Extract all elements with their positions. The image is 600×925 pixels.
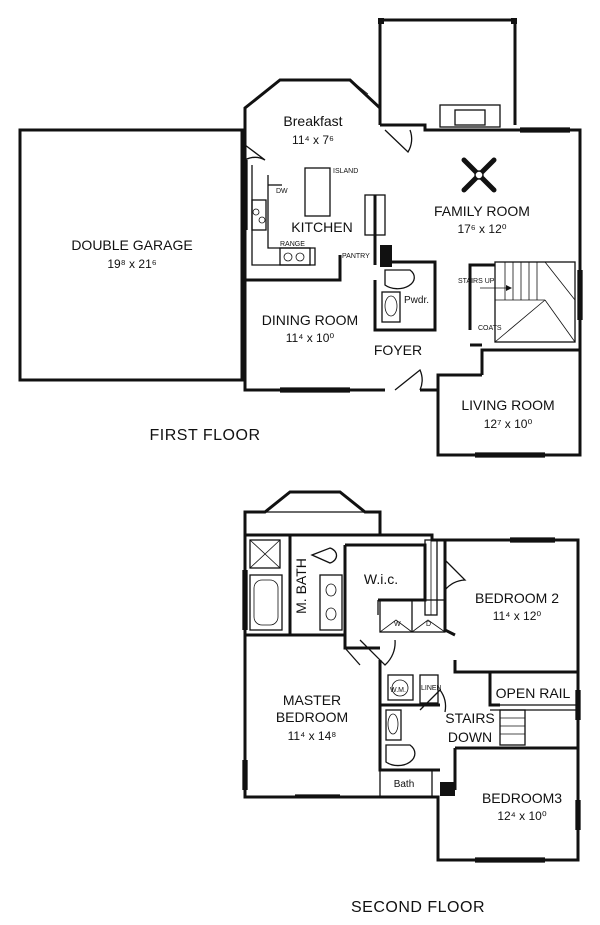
first-floor-interior-walls [245,194,495,347]
master-bedroom-name: MASTER [283,692,341,708]
bedroom2-dim: 11⁴ x 12⁰ [493,609,542,623]
first-floor: DOUBLE GARAGE 19⁸ x 21⁶ Breakfast 11⁴ x … [18,18,583,458]
second-floor-title: SECOND FLOOR [351,899,485,916]
linen-label: LINEN [421,685,442,692]
garage-name: DOUBLE GARAGE [71,237,192,253]
breakfast-dim: 11⁴ x 7⁶ [292,133,334,147]
bath-label: Bath [394,779,415,790]
stairs-label: STAIRS [445,710,495,726]
bedroom3-name: BEDROOM3 [482,790,562,806]
family-room-label: FAMILY ROOM 17⁶ x 12⁰ [434,203,530,236]
ceiling-fan-icon [461,157,497,193]
kitchen-name: KITCHEN [291,219,352,235]
dining-room-dim: 11⁴ x 10⁰ [286,331,335,345]
first-floor-doors [244,129,423,391]
second-floor-windows [242,537,581,863]
powder-room-label: Pwdr. [404,295,429,306]
breakfast-label: Breakfast 11⁴ x 7⁶ [283,113,342,147]
breakfast-name: Breakfast [283,113,342,129]
family-room-dim: 17⁶ x 12⁰ [457,222,506,236]
washer-label: W [394,621,401,628]
family-room-name: FAMILY ROOM [434,203,530,219]
living-room-name: LIVING ROOM [461,397,554,413]
dining-room-label: DINING ROOM 11⁴ x 10⁰ [262,312,358,345]
living-room-label: LIVING ROOM 12⁷ x 10⁰ [461,397,554,431]
foyer-name: FOYER [374,342,422,358]
living-room-dim: 12⁷ x 10⁰ [484,417,533,431]
laundry-closet [379,599,446,633]
bedroom2-label: BEDROOM 2 11⁴ x 12⁰ [475,590,559,623]
wic-name: W.i.c. [364,571,398,587]
second-floor: M. BATH W.i.c. BEDROOM 2 11⁴ x 12⁰ MASTE… [242,490,581,916]
stairs-down [453,672,578,790]
stairs-down-label: DOWN [448,729,492,745]
master-bedroom-door [344,647,361,666]
master-bedroom-name2: BEDROOM [276,709,348,725]
fireplace [439,104,501,128]
garage-dim: 19⁸ x 21⁶ [107,257,156,271]
second-floor-outer-walls [243,533,580,862]
garage-label: DOUBLE GARAGE 19⁸ x 21⁶ [71,237,192,271]
range-label: RANGE [280,241,305,248]
first-floor-windows [242,127,583,458]
garage-walls [18,128,244,382]
wm-label: W.M. [390,687,406,694]
master-bath-name: M. BATH [293,558,309,614]
island-label: ISLAND [333,168,358,175]
stairs-up-label: STAIRS UP [458,278,495,285]
coats-label: COATS [478,325,502,332]
bedroom3-dim: 12⁴ x 10⁰ [497,809,547,823]
hall-area [343,635,455,798]
dining-room-name: DINING ROOM [262,312,358,328]
master-bedroom-dim: 11⁴ x 14⁸ [288,729,337,743]
bedroom2-name: BEDROOM 2 [475,590,559,606]
dryer-label: D [426,621,431,628]
family-bumpout [378,18,517,125]
kitchen-fixtures [251,165,331,266]
master-bedroom-label: MASTER BEDROOM 11⁴ x 14⁸ [276,692,348,743]
open-rail-label: OPEN RAIL [496,685,571,701]
bedroom3-label: BEDROOM3 12⁴ x 10⁰ [482,790,562,823]
stairs-up [480,261,576,343]
pantry-label: PANTRY [342,253,370,260]
first-floor-outer-walls [243,123,582,457]
breakfast-bay [243,78,382,130]
bedroom2-walls [443,540,578,674]
first-floor-title: FIRST FLOOR [150,427,261,444]
dw-label: DW [276,188,288,195]
second-floor-bay [243,490,382,535]
